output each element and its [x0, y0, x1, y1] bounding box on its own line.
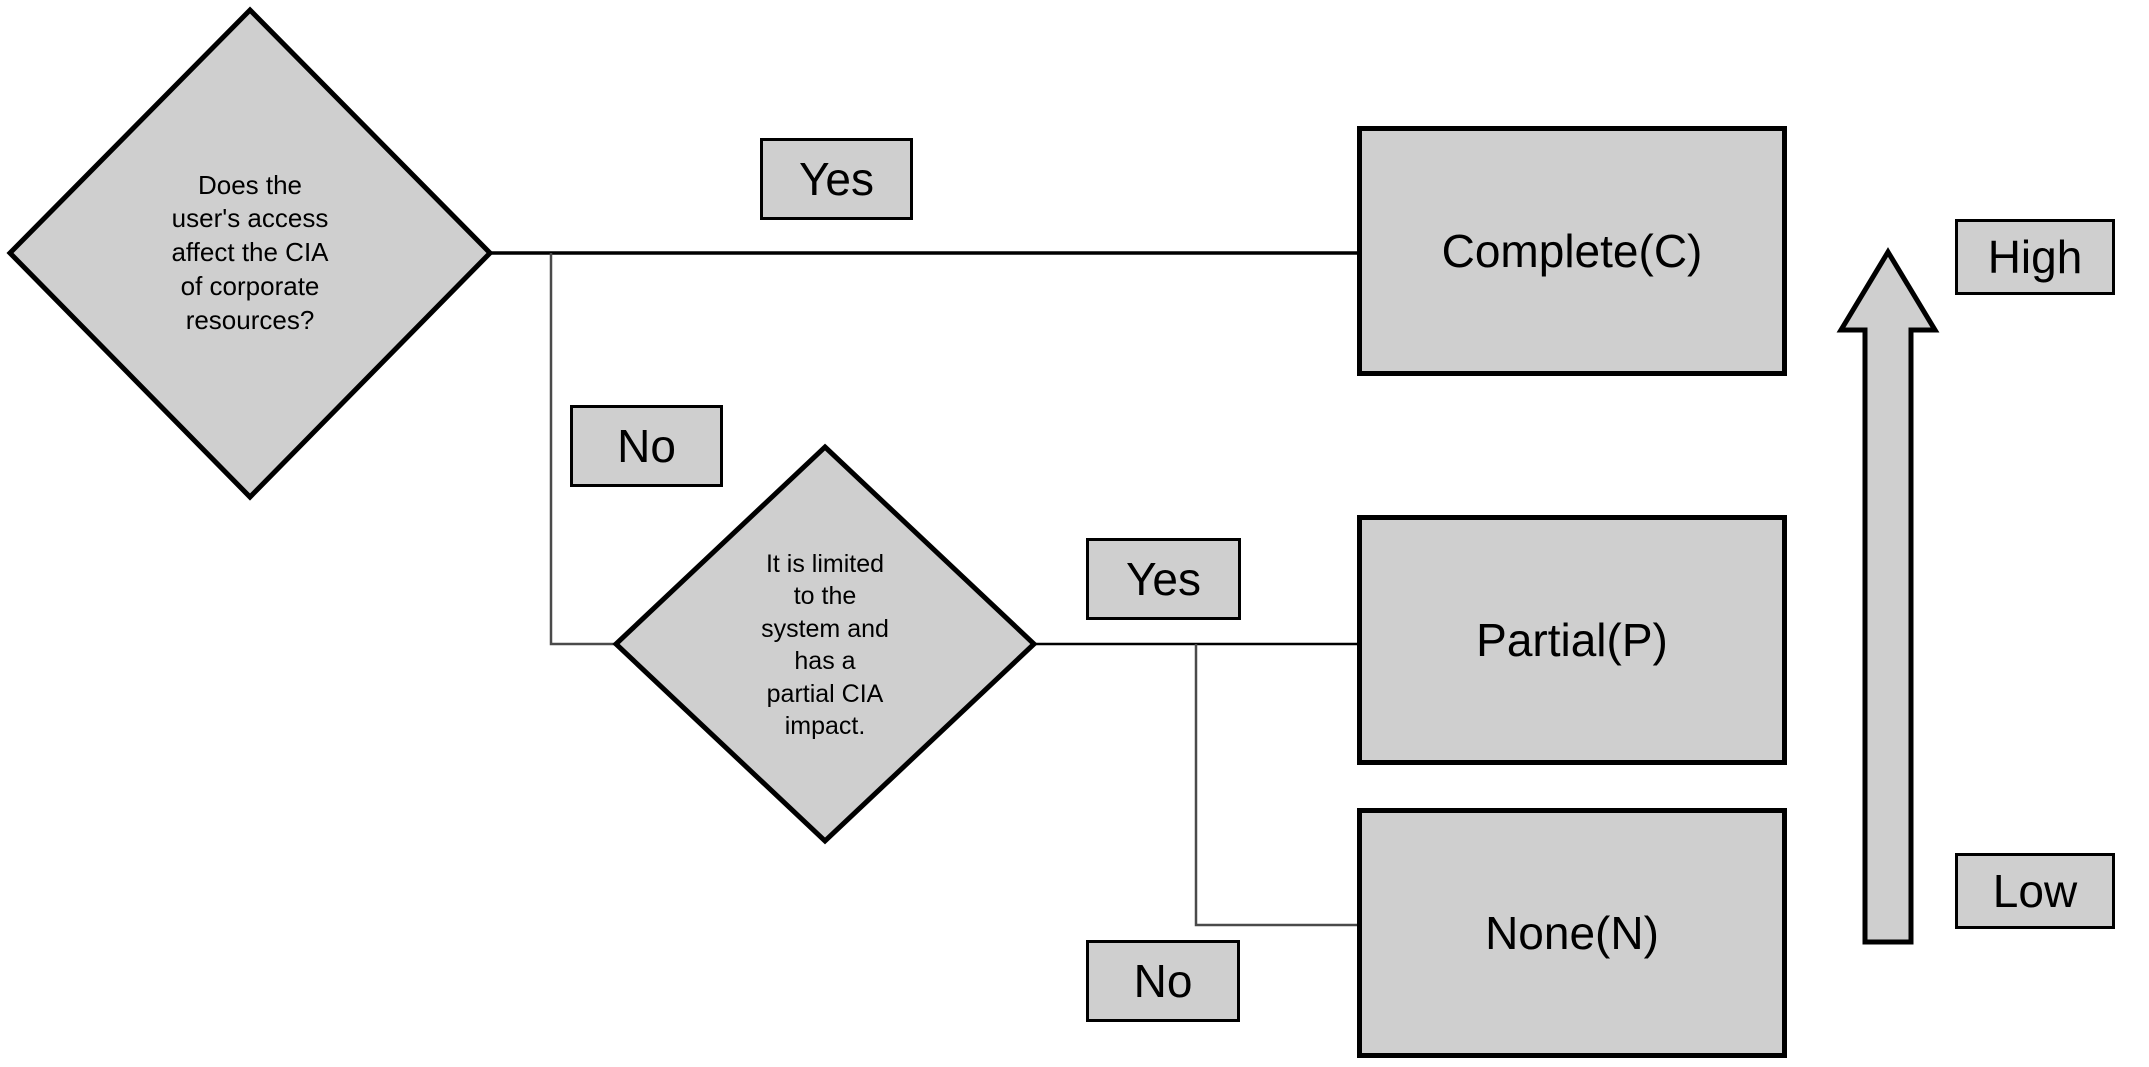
severity-scale-arrow-icon [1836, 247, 1940, 945]
scale-label-high: High [1955, 219, 2115, 295]
decision-shape-partial-cia[interactable] [612, 443, 1038, 845]
connector-no-to-second-decision [549, 253, 616, 646]
edge-label-no-second-decision: No [570, 405, 723, 487]
edge-label-yes-complete: Yes [760, 138, 913, 220]
edge-label-no-none: No [1086, 940, 1240, 1022]
connector-no-to-none [1194, 644, 1357, 927]
scale-label-low: Low [1955, 853, 2115, 929]
edge-label-yes-partial: Yes [1086, 538, 1241, 620]
outcome-box-complete[interactable]: Complete(C) [1357, 126, 1787, 376]
outcome-box-none[interactable]: None(N) [1357, 808, 1787, 1058]
decision-shape-cia-corporate[interactable] [6, 6, 494, 501]
outcome-box-partial[interactable]: Partial(P) [1357, 515, 1787, 765]
